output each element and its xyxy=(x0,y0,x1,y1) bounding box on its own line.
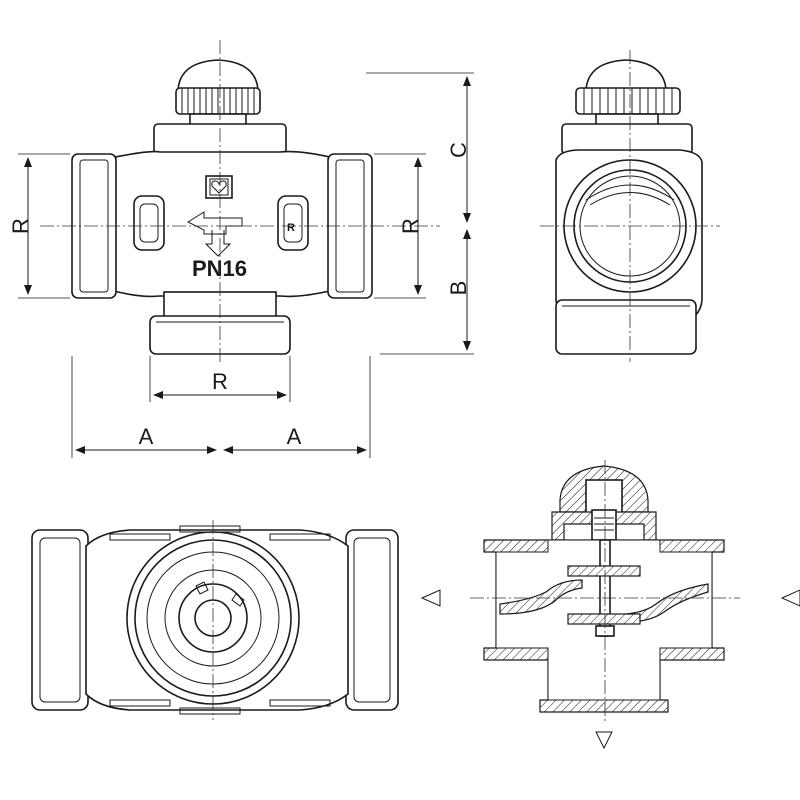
dim-r-right: R xyxy=(398,218,423,234)
side-view xyxy=(540,50,720,362)
flow-direction-arrows xyxy=(420,589,800,750)
pn16-marking: PN16 xyxy=(192,256,247,281)
flow-direction-arrow-icon xyxy=(420,589,441,607)
dim-a-left: A xyxy=(139,424,154,449)
dim-r-bottom: R xyxy=(212,369,228,394)
section-view xyxy=(470,460,740,722)
dim-c: C xyxy=(446,142,471,158)
port-mark: R xyxy=(287,222,295,234)
front-view-dimensions: R R C B R A A xyxy=(8,72,474,458)
top-view xyxy=(31,520,399,720)
heart-logo-icon xyxy=(205,175,233,199)
dim-a-right: A xyxy=(287,424,302,449)
actuator-knob xyxy=(175,59,261,127)
flow-direction-arrow-icon xyxy=(595,731,613,750)
dim-b: B xyxy=(446,281,471,296)
flow-direction-arrow-icon xyxy=(780,589,800,607)
dim-r-left: R xyxy=(8,218,33,234)
front-view: R PN16 xyxy=(40,40,440,362)
